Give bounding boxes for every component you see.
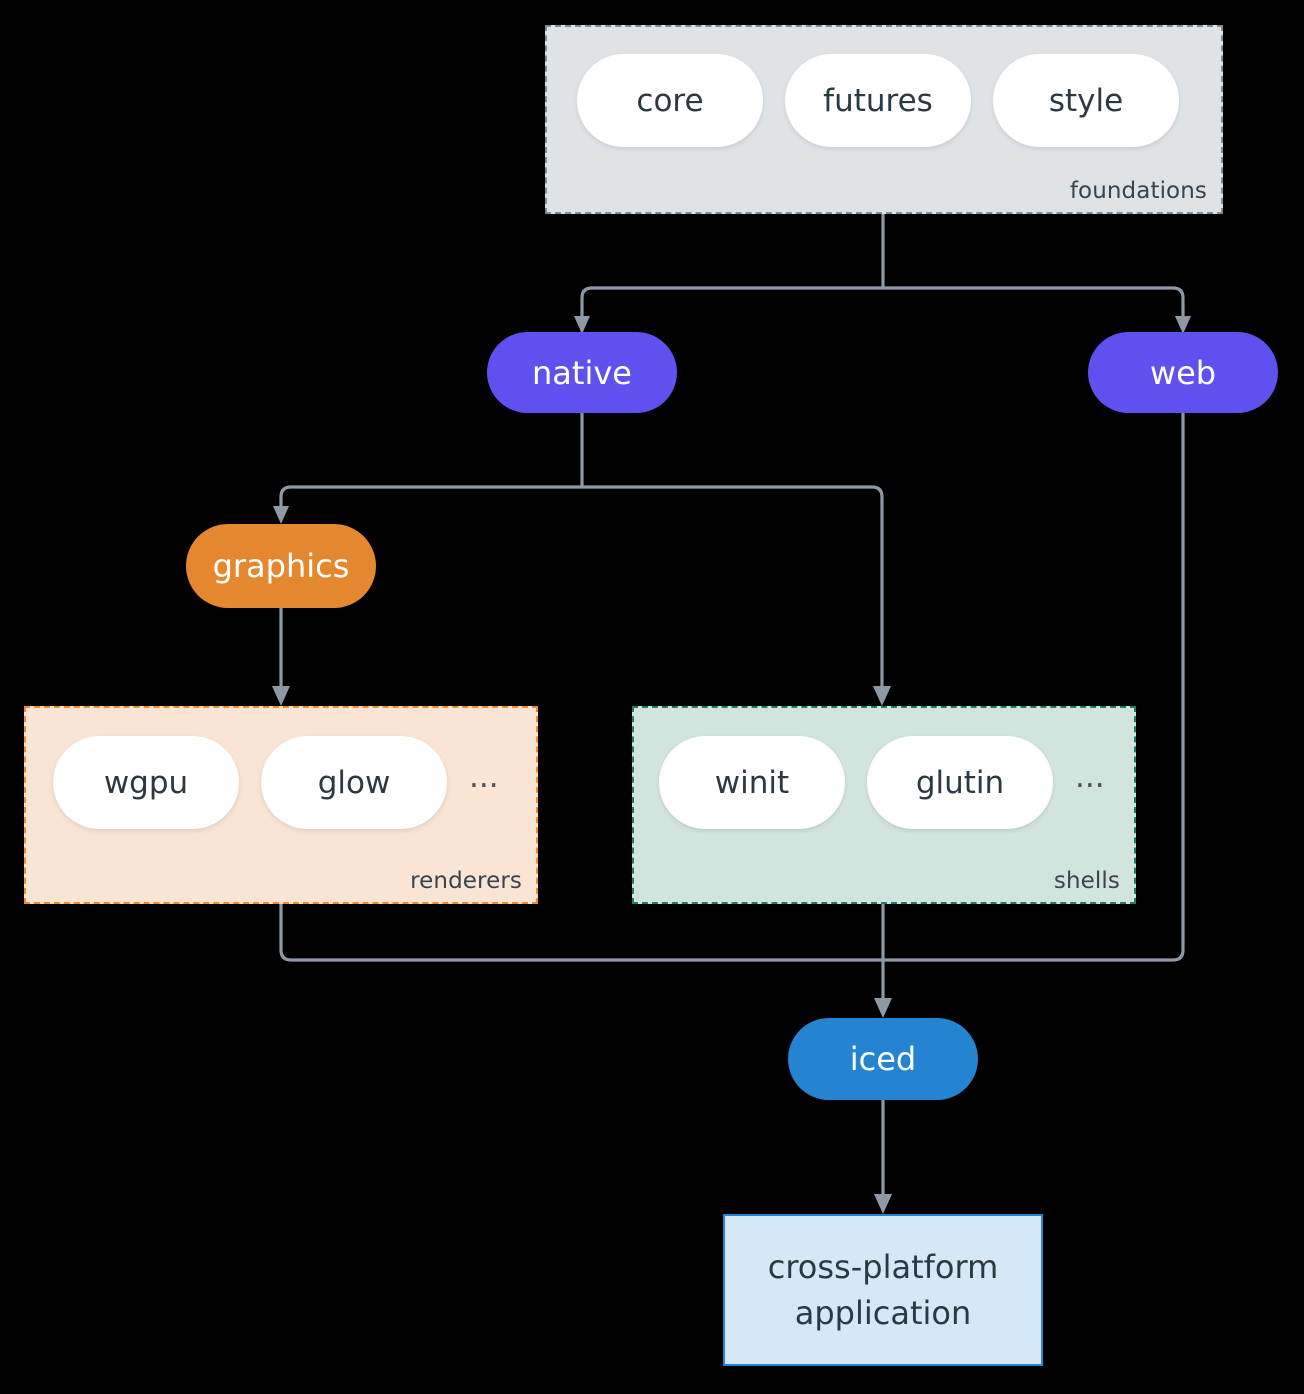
node-graphics-label: graphics <box>212 547 350 585</box>
node-iced-label: iced <box>849 1040 917 1078</box>
foundations-leaf-row: core futures style <box>577 54 1179 147</box>
cluster-foundations-label: foundations <box>1069 178 1207 204</box>
leaf-glutin-label: glutin <box>915 764 1005 801</box>
edge-web-to-iced <box>883 413 1185 962</box>
renderers-overflow-ellipsis: ... <box>469 759 499 796</box>
shells-leaf-row: winit glutin ... <box>659 736 1105 829</box>
leaf-futures-label: futures <box>823 82 933 119</box>
node-graphics[interactable]: graphics <box>186 524 376 608</box>
cluster-shells: winit glutin ... shells <box>632 706 1136 904</box>
leaf-core[interactable]: core <box>577 54 763 147</box>
shells-overflow-ellipsis: ... <box>1075 759 1105 796</box>
application-line-1: cross-platform <box>767 1247 999 1286</box>
leaf-winit-label: winit <box>714 764 790 801</box>
leaf-glow-label: glow <box>317 764 391 801</box>
cluster-renderers-label: renderers <box>410 868 522 894</box>
node-native[interactable]: native <box>487 332 677 413</box>
application-text-block: cross-platform application <box>768 1244 998 1337</box>
node-web[interactable]: web <box>1088 332 1278 413</box>
node-web-label: web <box>1149 353 1217 392</box>
arrow-foundations-to-web <box>1175 316 1191 334</box>
cluster-renderers: wgpu glow ... renderers <box>24 706 538 904</box>
edge-renderers-to-iced <box>279 904 883 962</box>
arrow-merge-to-iced <box>874 998 892 1018</box>
leaf-wgpu[interactable]: wgpu <box>53 736 239 829</box>
edge-native-to-shells <box>582 485 884 692</box>
leaf-winit[interactable]: winit <box>659 736 845 829</box>
leaf-wgpu-label: wgpu <box>103 764 189 801</box>
arrow-graphics-to-renderers <box>272 686 290 706</box>
leaf-style[interactable]: style <box>993 54 1179 147</box>
arrow-native-to-shells <box>873 686 891 706</box>
application-line-2: application <box>794 1294 972 1332</box>
edge-foundations-to-web <box>883 286 1185 322</box>
cluster-shells-label: shells <box>1053 868 1120 894</box>
renderers-leaf-row: wgpu glow ... <box>53 736 499 829</box>
leaf-style-label: style <box>1048 82 1124 119</box>
node-iced[interactable]: iced <box>788 1018 978 1100</box>
node-native-label: native <box>532 353 632 392</box>
edge-foundations-to-native <box>580 286 883 322</box>
leaf-core-label: core <box>636 82 704 119</box>
leaf-futures[interactable]: futures <box>785 54 971 147</box>
cluster-foundations: core futures style foundations <box>545 25 1223 214</box>
arrow-iced-to-application <box>874 1194 892 1214</box>
node-cross-platform-application[interactable]: cross-platform application <box>723 1214 1043 1366</box>
arrow-foundations-to-native <box>574 316 590 334</box>
edge-native-to-graphics <box>279 485 582 512</box>
leaf-glow[interactable]: glow <box>261 736 447 829</box>
leaf-glutin[interactable]: glutin <box>867 736 1053 829</box>
arrow-native-to-graphics <box>273 506 289 524</box>
